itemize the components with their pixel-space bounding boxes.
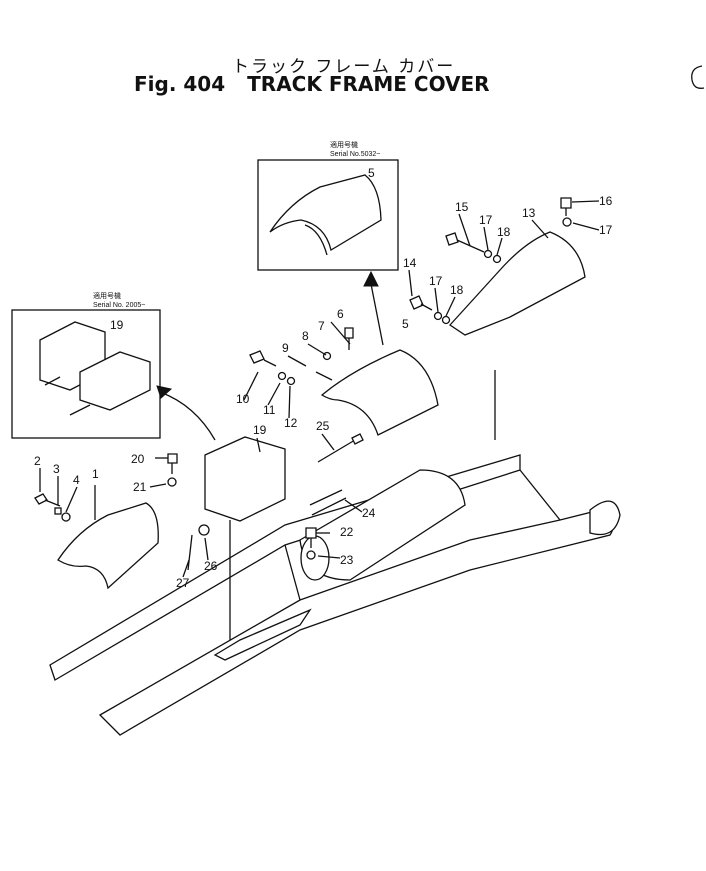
- japanese-title: トラック フレーム カバー: [232, 57, 456, 77]
- inset-right-jp-note: 適用号機: [330, 140, 358, 149]
- label-part-7: 7: [318, 319, 325, 333]
- inset-right-arrowhead: [363, 270, 379, 287]
- label-part-18a: 18: [497, 225, 511, 239]
- inset-right-arrow: [370, 283, 384, 346]
- label-part-11: 11: [263, 403, 276, 417]
- cover-part-13: [449, 231, 586, 336]
- center-bracket: [213, 608, 312, 661]
- label-part-16: 16: [599, 194, 613, 208]
- cover-part-1: [57, 502, 159, 590]
- label-part-9: 9: [282, 341, 289, 355]
- label-part-8: 8: [302, 329, 309, 343]
- label-part-1-cover: 1: [92, 467, 99, 481]
- inset-right-cover: [269, 174, 382, 252]
- label-part-4: 4: [73, 473, 80, 487]
- label-part-24: 24: [362, 506, 376, 520]
- label-part-17c: 17: [599, 223, 613, 237]
- bracket-part-19: [204, 436, 286, 522]
- inset-left-serial: Serial No. 2005~: [93, 302, 145, 309]
- label-part-17b: 17: [429, 274, 443, 288]
- label-part-6: 6: [337, 307, 344, 321]
- margin-mark: [691, 65, 705, 89]
- label-part-15: 15: [455, 200, 469, 214]
- label-part-25: 25: [316, 419, 330, 433]
- inset-left: 適用号機 Serial No. 2005~ 19: [11, 291, 161, 439]
- inset-right-serial: Serial No.5032~: [330, 151, 380, 158]
- inset-right-part-label: 5: [368, 166, 375, 180]
- inset-right-frame: [257, 159, 399, 271]
- label-part-1: 2: [34, 454, 41, 468]
- label-part-13: 13: [522, 206, 536, 220]
- figure-title: Fig. 404 TRACK FRAME COVER: [134, 72, 490, 96]
- inset-left-part-label: 19: [110, 318, 124, 332]
- inset-right: 適用号機 Serial No.5032~ 5: [257, 140, 399, 271]
- inset-left-jp-note: 適用号機: [93, 291, 121, 300]
- leader-lines: [39, 200, 600, 578]
- label-part-17a: 17: [479, 213, 493, 227]
- label-part-27: 27: [176, 576, 190, 590]
- label-part-18b: 18: [450, 283, 464, 297]
- label-part-21: 21: [133, 480, 147, 494]
- idler-yoke: [589, 500, 621, 536]
- label-part-20: 20: [131, 452, 145, 466]
- label-part-12: 12: [284, 416, 298, 430]
- inset-left-frame: [11, 309, 161, 439]
- label-part-19: 19: [253, 423, 267, 437]
- inset-left-arrowhead: [156, 385, 173, 399]
- inset-left-arrow: [159, 391, 216, 441]
- cover-part-5: [320, 349, 439, 436]
- figure-name: TRACK FRAME COVER: [247, 72, 490, 96]
- label-part-22: 22: [340, 525, 354, 539]
- part-labels: 2 3 4 1 5 6 7 8 9 10 11 12 13 14 15 16 1…: [34, 194, 613, 590]
- label-part-26: 26: [204, 559, 218, 573]
- label-part-3: 3: [53, 462, 60, 476]
- track-frame: [49, 454, 621, 736]
- label-part-5: 5: [402, 317, 409, 331]
- label-part-23: 23: [340, 553, 354, 567]
- label-part-14: 14: [403, 256, 417, 270]
- figure-number: Fig. 404: [134, 72, 226, 96]
